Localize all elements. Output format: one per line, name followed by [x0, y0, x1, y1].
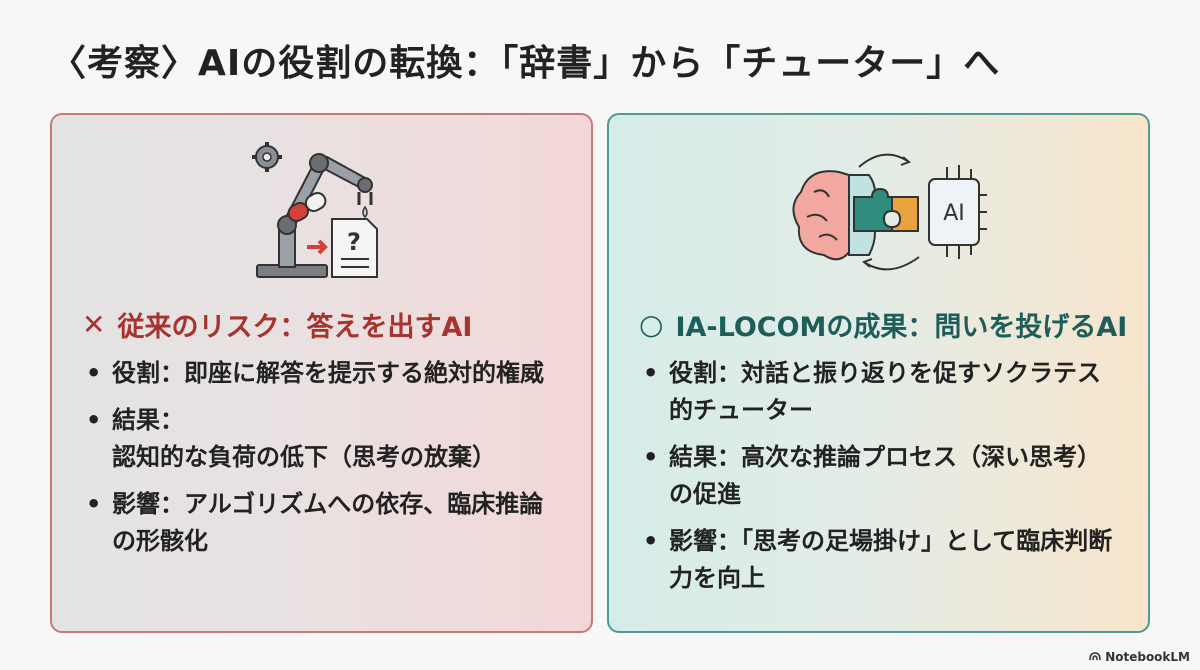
list-item: • 結果：高次な推論プロセス（深い思考）の促進 [643, 443, 1101, 508]
list-item: • 結果：認知的な負荷の低下（思考の放棄） [86, 406, 496, 471]
item-label: 役割： [669, 359, 741, 387]
robot-arm-illustration: ? [227, 137, 417, 291]
cross-icon: ✕ [82, 307, 106, 341]
item-text: アルゴリズムへの依存、臨床推論の形骸化 [112, 490, 544, 555]
gear-icon [251, 142, 282, 172]
right-bullet-list: • 役割：対話と振り返りを促すソクラテス的チューター • 結果：高次な推論プロセ… [639, 355, 1118, 607]
circle-icon: ○ [639, 307, 664, 341]
list-item: • 影響：アルゴリズムへの依存、臨床推論の形骸化 [86, 490, 544, 555]
notebooklm-logo-icon [1089, 650, 1101, 664]
item-text: 対話と振り返りを促すソクラテス的チューター [669, 359, 1101, 424]
item-label: 結果： [669, 443, 741, 471]
capsule-icon [287, 192, 326, 222]
watermark-text: NotebookLM [1105, 650, 1190, 664]
ai-chip-icon: AI [927, 165, 987, 259]
right-heading-text: IA-LOCOMの成果：問いを投げるAI [675, 312, 1128, 343]
left-heading-text: 従来のリスク：答えを出すAI [117, 312, 473, 343]
ai-chip-label: AI [943, 201, 965, 226]
notebooklm-watermark: NotebookLM [1089, 650, 1190, 664]
traditional-risk-panel: ? ✕ 従来のリスク：答えを出すAI • 役割：即座に解答を提示する絶対的権威 … [50, 113, 593, 633]
item-text: 即座に解答を提示する絶対的権威 [184, 359, 544, 387]
svg-text:?: ? [347, 228, 361, 256]
left-bullet-list: • 役割：即座に解答を提示する絶対的権威 • 結果：認知的な負荷の低下（思考の放… [82, 355, 561, 570]
list-item: • 役割：即座に解答を提示する絶対的権威 [86, 359, 544, 387]
item-label: 影響： [669, 527, 741, 555]
robot-arm-icon [276, 153, 373, 268]
brain-ai-illustration: AI [769, 137, 989, 291]
list-item: • 役割：対話と振り返りを促すソクラテス的チューター [643, 359, 1101, 424]
item-text: 高次な推論プロセス（深い思考）の促進 [669, 443, 1101, 508]
right-heading: ○ IA-LOCOMの成果：問いを投げるAI [639, 305, 1127, 344]
item-label: 役割： [112, 359, 184, 387]
left-heading: ✕ 従来のリスク：答えを出すAI [82, 305, 472, 344]
item-text: 認知的な負荷の低下（思考の放棄） [112, 443, 496, 471]
cycle-arrows-icon [857, 153, 920, 271]
page-title: 〈考察〉AIの役割の転換：「辞書」から「チューター」へ [50, 43, 1001, 84]
item-text: 「思考の足場掛け」として臨床判断力を向上 [669, 527, 1113, 592]
list-item: • 影響：「思考の足場掛け」として臨床判断力を向上 [643, 527, 1113, 592]
item-label: 影響： [112, 490, 184, 518]
item-label: 結果： [112, 406, 184, 434]
puzzle-icon [852, 187, 919, 232]
document-question-icon: ? [330, 218, 378, 278]
ia-locom-panel: AI ○ IA-LOCOMの成果：問いを投げるAI • 役割：対話と振り返りを促… [607, 113, 1150, 633]
